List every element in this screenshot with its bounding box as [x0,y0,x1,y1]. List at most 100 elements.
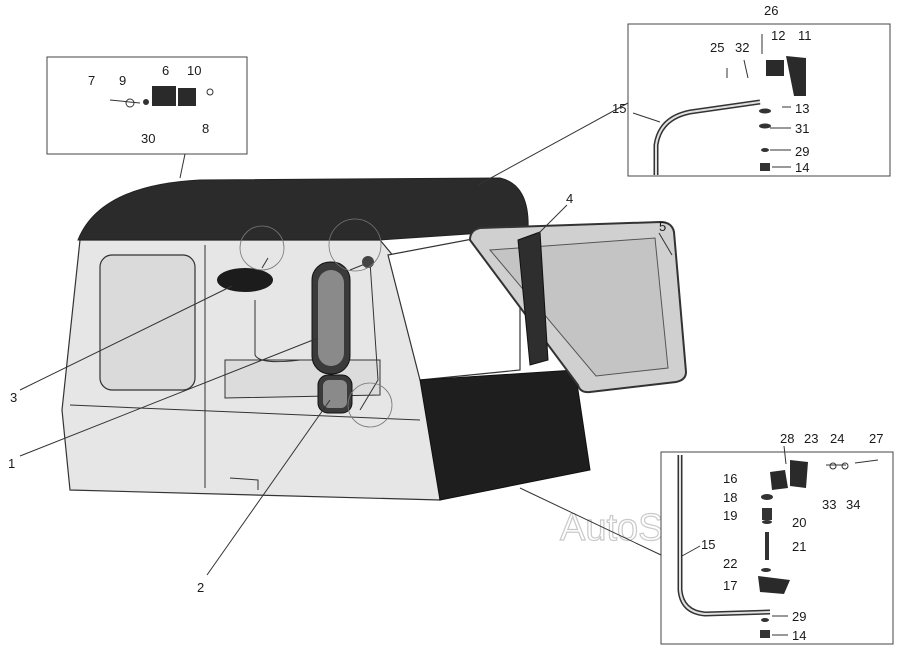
detail-inset-top-right [477,23,891,186]
part-17-clamp [758,576,790,594]
label-15-bottom: 15 [701,537,715,552]
label-9: 9 [119,73,126,88]
door-handle [229,477,259,490]
label-20: 20 [792,515,806,530]
leader-inset-br [519,487,662,556]
mirror-arm-bracket [517,231,549,366]
part-14-nut-lower [760,630,770,638]
leader-inset-tl [179,153,186,179]
label-32: 32 [735,40,749,55]
detail-inset-top-left [46,56,248,179]
leader-5 [658,232,673,256]
label-33: 33 [822,497,836,512]
label-5: 5 [659,219,666,234]
part-8-pin [206,88,214,96]
detail-circle-top [239,225,285,271]
part-31-spring [759,123,771,129]
part-7-screw [109,99,141,104]
label-25: 25 [710,40,724,55]
part-14-nut [760,163,770,171]
label-12: 12 [771,28,785,43]
wide-angle-mirror-glass [323,380,347,408]
leader-4 [529,204,568,243]
label-34: 34 [846,497,860,512]
part-32-pin [743,59,749,79]
inset-frame-top-left [46,56,248,155]
label-13: 13 [795,101,809,116]
mirror-arm-rod [349,261,379,411]
truck-cab [61,177,688,501]
interior-cable [254,300,301,363]
detail-circle-lower [347,382,393,428]
label-14-bottom: 14 [792,628,806,643]
leader-lines [19,106,791,636]
part-29-washer [761,148,769,152]
part-33-washer [829,462,837,470]
mirror-arm-top-joint [362,256,374,268]
part-number-labels: 1 2 3 4 5 6 7 8 9 10 11 12 13 14 14 15 1… [8,3,883,643]
label-21: 21 [792,539,806,554]
label-18: 18 [723,490,737,505]
part-15-rod-bottom-highlight [679,455,771,616]
label-6: 6 [162,63,169,78]
part-28-bolt [783,445,787,465]
leader-3 [19,285,233,391]
part-23-bracket [790,460,808,488]
part-13-washer [759,108,771,114]
part-29-washer-lower [761,618,769,622]
label-11: 11 [798,28,812,43]
leader-15-top [632,112,661,123]
label-2: 2 [197,580,204,595]
cab-roof [77,177,529,241]
leader-15-bottom [681,545,701,557]
leader-inset-tr [477,102,629,186]
leader-1 [19,337,319,457]
part-34-nut [841,462,849,470]
label-26: 26 [764,3,778,18]
label-1: 1 [8,456,15,471]
label-23: 23 [804,431,818,446]
label-4: 4 [566,191,573,206]
label-8: 8 [202,121,209,136]
label-31: 31 [795,121,809,136]
leader-2 [206,399,331,576]
part-19-sleeve [762,508,772,520]
label-10: 10 [187,63,201,78]
label-27: 27 [869,431,883,446]
cab-front-lower-panel [419,369,591,501]
part-10-clamp [178,88,196,106]
part-30-nut [143,99,149,105]
label-16: 16 [723,471,737,486]
part-27-bolt [854,459,879,464]
part-9-washer [125,98,135,108]
part-11-clamp [786,56,806,96]
label-30: 30 [141,131,155,146]
part-6-bracket [152,86,176,106]
label-28: 28 [780,431,794,446]
part-12-bracket [766,60,784,76]
part-18-washer [761,494,773,500]
detail-inset-bottom-right [519,445,894,645]
body-crease [69,404,421,421]
detail-circle-upper [328,218,382,272]
label-17: 17 [723,578,737,593]
part-15-rod-top-highlight [655,101,761,175]
label-14-top: 14 [795,160,809,175]
label-15-top: 15 [612,101,626,116]
label-22: 22 [723,556,737,571]
label-29-top: 29 [795,144,809,159]
interior-mirror [217,268,273,292]
part-22-washer [761,568,771,572]
cab-side-window [99,254,196,391]
part-20-washer [762,520,772,524]
label-7: 7 [88,73,95,88]
part-16-clamp [770,470,788,490]
interior-mirror-stem [261,257,269,269]
label-19: 19 [723,508,737,523]
label-24: 24 [830,431,844,446]
label-29-bottom: 29 [792,609,806,624]
mirror-main-glass [318,270,344,366]
label-3: 3 [10,390,17,405]
